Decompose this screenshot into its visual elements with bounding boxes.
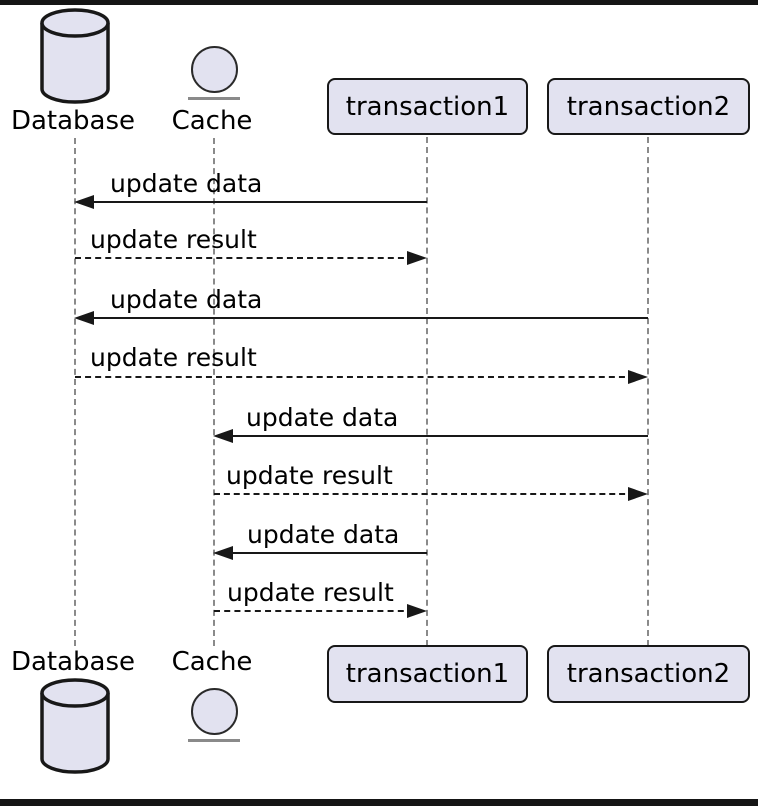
message-label: update result [226,461,393,490]
message-line [75,257,414,259]
arrowhead-right-icon [407,604,427,618]
arrowhead-right-icon [407,251,427,265]
lifeline-database [74,138,76,646]
entity-underline [188,97,240,100]
message-label: update data [246,403,399,432]
participant-transaction1-bottom: transaction1 [327,645,528,703]
lifeline-cache [213,138,215,646]
participant-transaction1-top: transaction1 [327,78,528,135]
message-label: update data [110,285,263,314]
arrowhead-right-icon [628,487,648,501]
database-label-bottom: Database [10,647,136,677]
database-label-top: Database [10,106,136,136]
entity-circle-icon [191,688,238,735]
message-label: update data [247,520,400,549]
message-label: update result [227,578,394,607]
window-bottom-border [0,799,758,806]
message-label: update result [90,343,257,372]
message-line [88,201,427,203]
database-cylinder-icon [40,678,110,774]
lifeline-transaction2 [647,137,649,646]
window-top-border [0,0,758,5]
arrowhead-left-icon [74,311,94,325]
arrowhead-left-icon [74,195,94,209]
database-cylinder-icon [40,8,110,104]
cache-label-top: Cache [171,106,253,136]
lifeline-transaction1 [426,137,428,646]
participant-transaction2-bottom: transaction2 [547,645,750,703]
message-label: update result [90,225,257,254]
message-line [227,552,427,554]
message-line [88,317,648,319]
message-line [75,376,635,378]
arrowhead-left-icon [213,429,233,443]
entity-circle-icon [191,46,238,93]
arrowhead-right-icon [628,370,648,384]
message-line [214,493,635,495]
message-line [214,610,414,612]
entity-underline [188,739,240,742]
message-label: update data [110,169,263,198]
cache-label-bottom: Cache [171,647,253,677]
arrowhead-left-icon [213,546,233,560]
message-line [227,435,648,437]
participant-transaction2-top: transaction2 [547,78,750,135]
